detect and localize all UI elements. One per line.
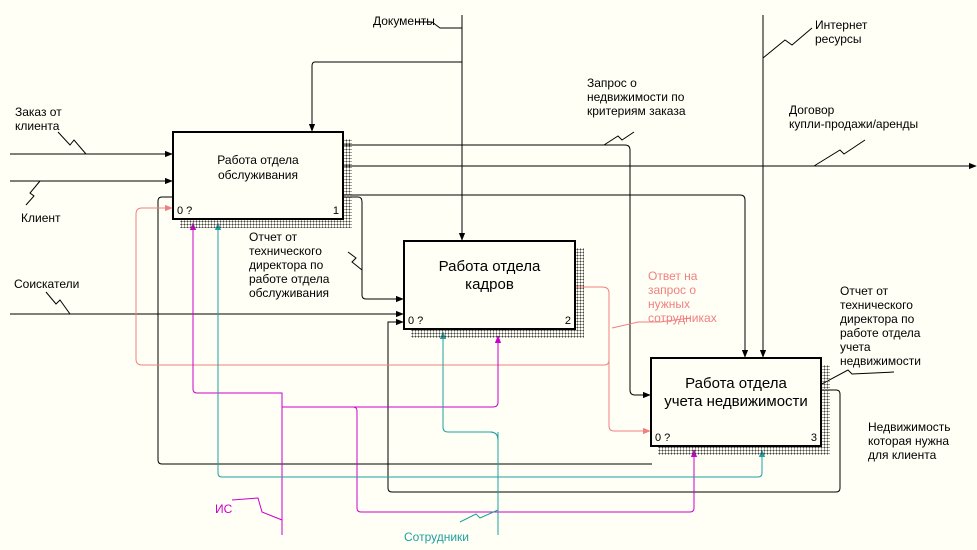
box-2-title: Работа отдела кадров (438, 258, 541, 293)
label-is: ИС (215, 502, 233, 516)
box-1-num: 1 (332, 205, 339, 217)
box-1[interactable]: Работа отдела обслуживания 0 ? 1 (172, 131, 344, 220)
arrow-otvet (135, 204, 610, 366)
label-dogovor: Договор купли-продажи/аренды (789, 103, 919, 131)
label-nedv: Недвижимость которая нужна для клиента (868, 420, 951, 462)
label-zakaz: Заказ от клиента (15, 105, 62, 133)
arrow-sotrudniki (439, 331, 499, 535)
box-1-code: 0 ? (177, 205, 193, 217)
label-soiskateli: Соискатели (14, 277, 80, 291)
arrow-otchet1 (344, 196, 404, 303)
box-3[interactable]: Работа отдела учета недвижимости 0 ? 3 (650, 357, 822, 447)
box-3-code: 0 ? (655, 432, 671, 444)
box-1-title: Работа отдела обслуживания (217, 153, 299, 182)
box-3-num: 3 (810, 432, 817, 444)
label-otchet1: Отчет от технического директора по работ… (249, 230, 330, 300)
label-sotrudniki: Сотрудники (404, 530, 469, 544)
arrow-is (281, 335, 502, 535)
box-2[interactable]: Работа отдела кадров 0 ? 2 (403, 240, 576, 330)
arrow-nedv (387, 318, 841, 493)
label-otvet: Ответ на запрос о нужных сотрудниках (648, 269, 717, 325)
arrow-documents (312, 15, 463, 230)
label-documents: Документы (373, 14, 435, 28)
box-2-code: 0 ? (408, 315, 424, 327)
label-internet: Интернет ресурсы (815, 18, 868, 46)
label-otchet2: Отчет от технического директора по работ… (840, 284, 921, 368)
label-zapros: Запрос о недвижимости по критериям заказ… (587, 76, 686, 118)
box-3-title: Работа отдела учета недвижимости (664, 375, 808, 410)
box-2-num: 2 (564, 315, 571, 327)
label-klient: Клиент (21, 211, 61, 225)
arrow-zapros (344, 144, 651, 399)
